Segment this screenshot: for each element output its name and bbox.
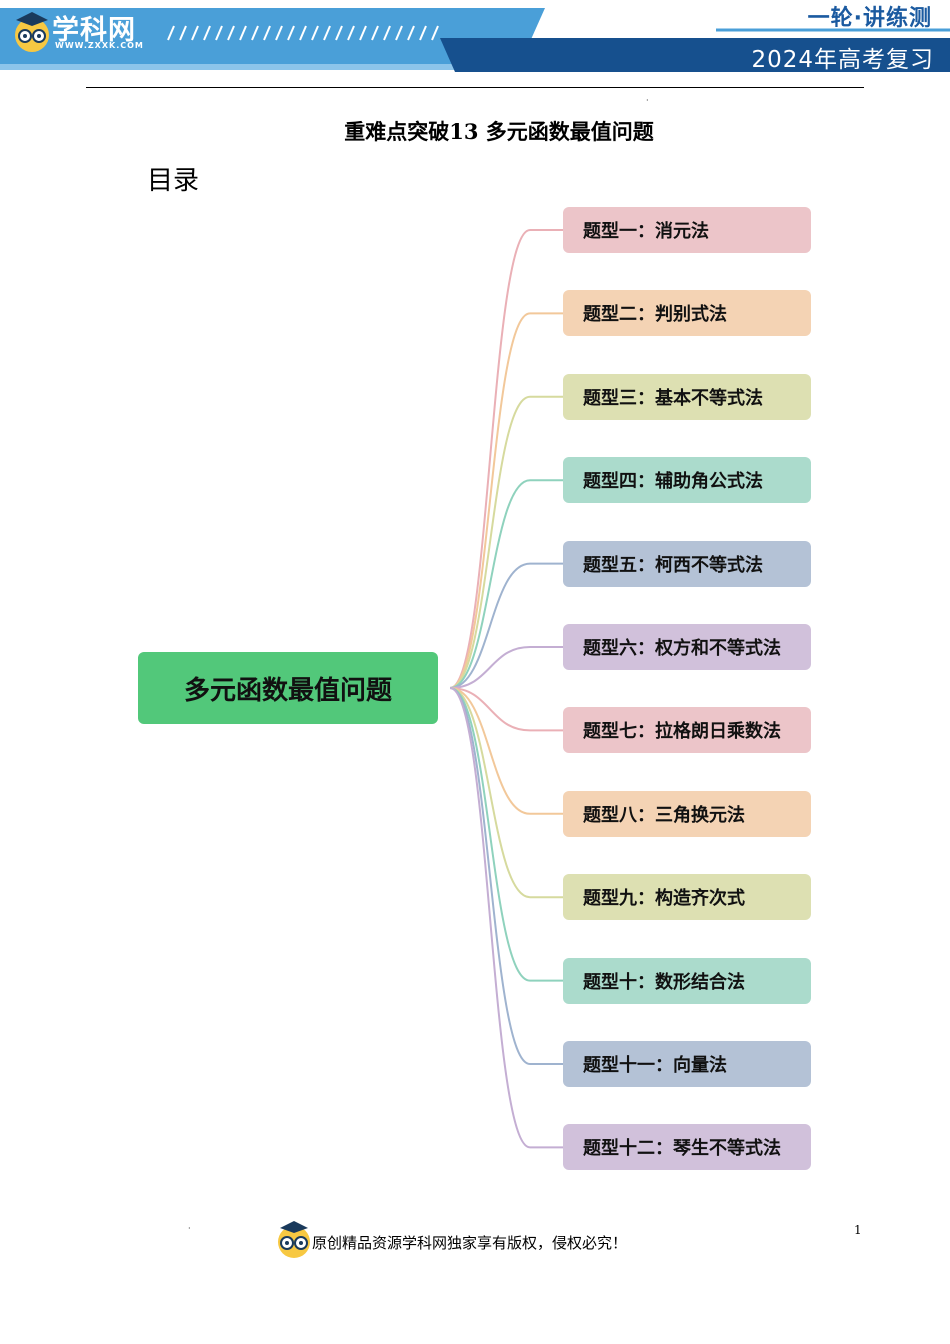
logo-url: WWW.ZXXK.COM [55,41,144,50]
mindmap-connector [449,687,563,732]
mindmap-connector [449,229,563,689]
page-header: 学科网 WWW.ZXXK.COM 一轮·讲练测 2024年高考复习 [0,0,950,80]
header-banner [0,8,950,72]
mindmap-branch-label: 题型三：基本不等式法 [583,387,763,409]
stripe-pattern [167,25,439,41]
page-number: 1 [854,1223,862,1237]
mindmap-branch: 题型三：基本不等式法 [563,373,811,420]
mindmap-connector [449,395,563,689]
mindmap-branch: 题型一：消元法 [563,207,811,253]
mindmap-connector [449,479,563,689]
mindmap-connector [449,687,563,899]
mindmap-branch: 题型九：构造齐次式 [563,874,811,921]
mindmap-branch-label: 题型八：三角换元法 [583,804,745,826]
mindmap-branch-label: 题型十一：向量法 [583,1055,727,1076]
mindmap-branch-label: 题型二：判别式法 [583,304,727,326]
document-title: 重难点突破13 多元函数最值问题 [344,119,654,144]
header-rule [86,87,864,88]
mindmap-root: 多元函数最值问题 [138,652,438,724]
mindmap-connector [449,687,563,1065]
mindmap-branch-label: 题型一：消元法 [583,221,709,242]
mindmap-branch: 题型七：拉格朗日乘数法 [563,707,811,754]
stray-mark: · [188,1224,191,1233]
year-tag: 2024年高考复习 [751,47,934,73]
mindmap-branch-label: 题型五：柯西不等式法 [583,554,763,576]
mindmap-connector [449,687,563,982]
mindmap-connector [449,312,563,689]
mindmap-connector [449,687,563,815]
mindmap-connector [449,562,563,689]
mindmap-branch: 题型十：数形结合法 [563,957,811,1004]
mindmap-branch: 题型十一：向量法 [563,1041,811,1087]
mindmap-branch: 题型十二：琴生不等式法 [563,1124,811,1171]
mindmap-branch-label: 题型十：数形结合法 [583,971,745,993]
owl-footer-icon [278,1221,310,1258]
logo-text: 学科网 [52,15,136,46]
mindmap-branch-label: 题型十二：琴生不等式法 [583,1138,781,1160]
mindmap-branch: 题型五：柯西不等式法 [563,540,811,587]
mindmap-branch: 题型六：权方和不等式法 [563,624,811,670]
mindmap-branch-label: 题型六：权方和不等式法 [583,638,781,659]
owl-logo-icon [15,12,49,52]
mindmap-branch: 题型八：三角换元法 [563,790,811,837]
mindmap-connector [449,687,563,1149]
stray-mark: · [646,96,649,105]
mindmap-branch-label: 题型九：构造齐次式 [583,888,745,910]
series-tag: 一轮·讲练测 [807,6,932,31]
mindmap-branch-label: 题型七：拉格朗日乘数法 [583,721,781,743]
toc-heading: 目录 [147,166,200,196]
copyright-notice: 原创精品资源学科网独家享有版权，侵权必究！ [312,1234,628,1252]
mindmap-branch-label: 题型四：辅助角公式法 [583,471,763,493]
mindmap-branch: 题型二：判别式法 [563,290,811,337]
mindmap-branch: 题型四：辅助角公式法 [563,457,811,504]
mindmap-connector [449,646,563,689]
